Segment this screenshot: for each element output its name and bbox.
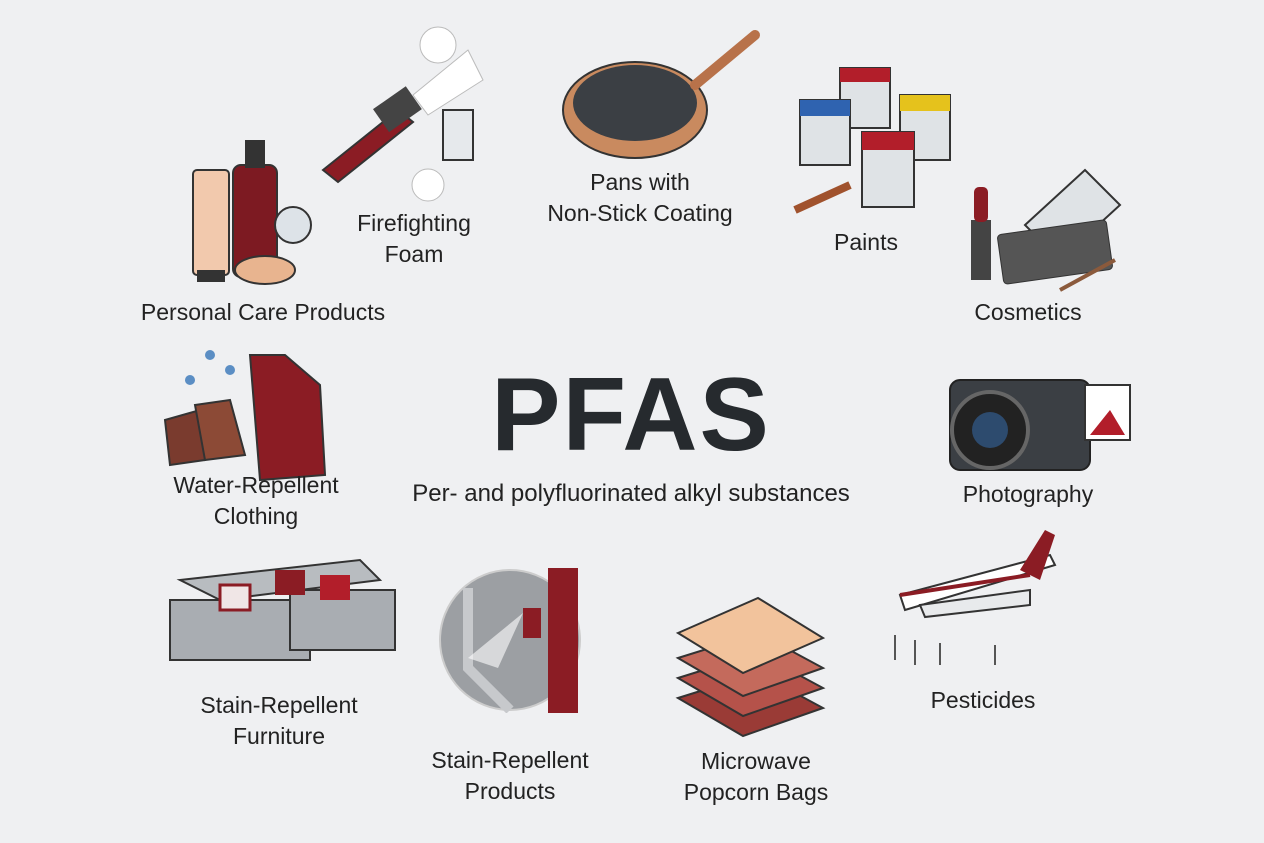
paint-cans-icon — [793, 67, 951, 214]
label-photography: Photography — [963, 479, 1093, 510]
label-line: Firefighting — [357, 210, 471, 236]
cosmetics-icon — [971, 168, 1122, 292]
label-line: Photography — [962, 481, 1094, 507]
label-line: Furniture — [232, 723, 326, 749]
frying-pan-icon — [562, 30, 760, 159]
camera-icon — [949, 379, 1131, 471]
label-line: Water-Repellent — [173, 472, 339, 498]
label-line: Cosmetics — [974, 299, 1082, 325]
spray-bottle-icon — [439, 568, 581, 713]
label-line: Foam — [384, 241, 444, 267]
label-line: Pans with — [590, 169, 690, 195]
label-line: Pesticides — [930, 687, 1036, 713]
label-line: Clothing — [213, 503, 299, 529]
label-pesticides: Pesticides — [931, 685, 1036, 716]
label-cosmetics: Cosmetics — [974, 297, 1081, 328]
fire-hose-icon — [321, 26, 484, 202]
label-line: Microwave — [701, 748, 811, 774]
page-title: PFAS — [491, 357, 771, 473]
label-line: Popcorn Bags — [683, 779, 829, 805]
sofa-icon — [169, 558, 396, 661]
label-line: Stain-Repellent — [200, 692, 358, 718]
label-paints: Paints — [834, 227, 898, 258]
label-line: Non-Stick Coating — [547, 200, 733, 226]
personal-care-icon — [192, 140, 312, 285]
label-line: Personal Care Products — [140, 299, 386, 325]
label-personal-care-products: Personal Care Products — [141, 297, 385, 328]
page-subtitle: Per- and polyfluorinated alkyl substance… — [412, 480, 850, 507]
jacket-boots-icon — [163, 350, 327, 482]
label-line: Products — [464, 778, 556, 804]
crop-duster-plane-icon — [894, 530, 1057, 665]
popcorn-bags-icon — [675, 596, 826, 738]
label-line: Stain-Repellent — [431, 747, 589, 773]
label-line: Paints — [834, 229, 898, 255]
